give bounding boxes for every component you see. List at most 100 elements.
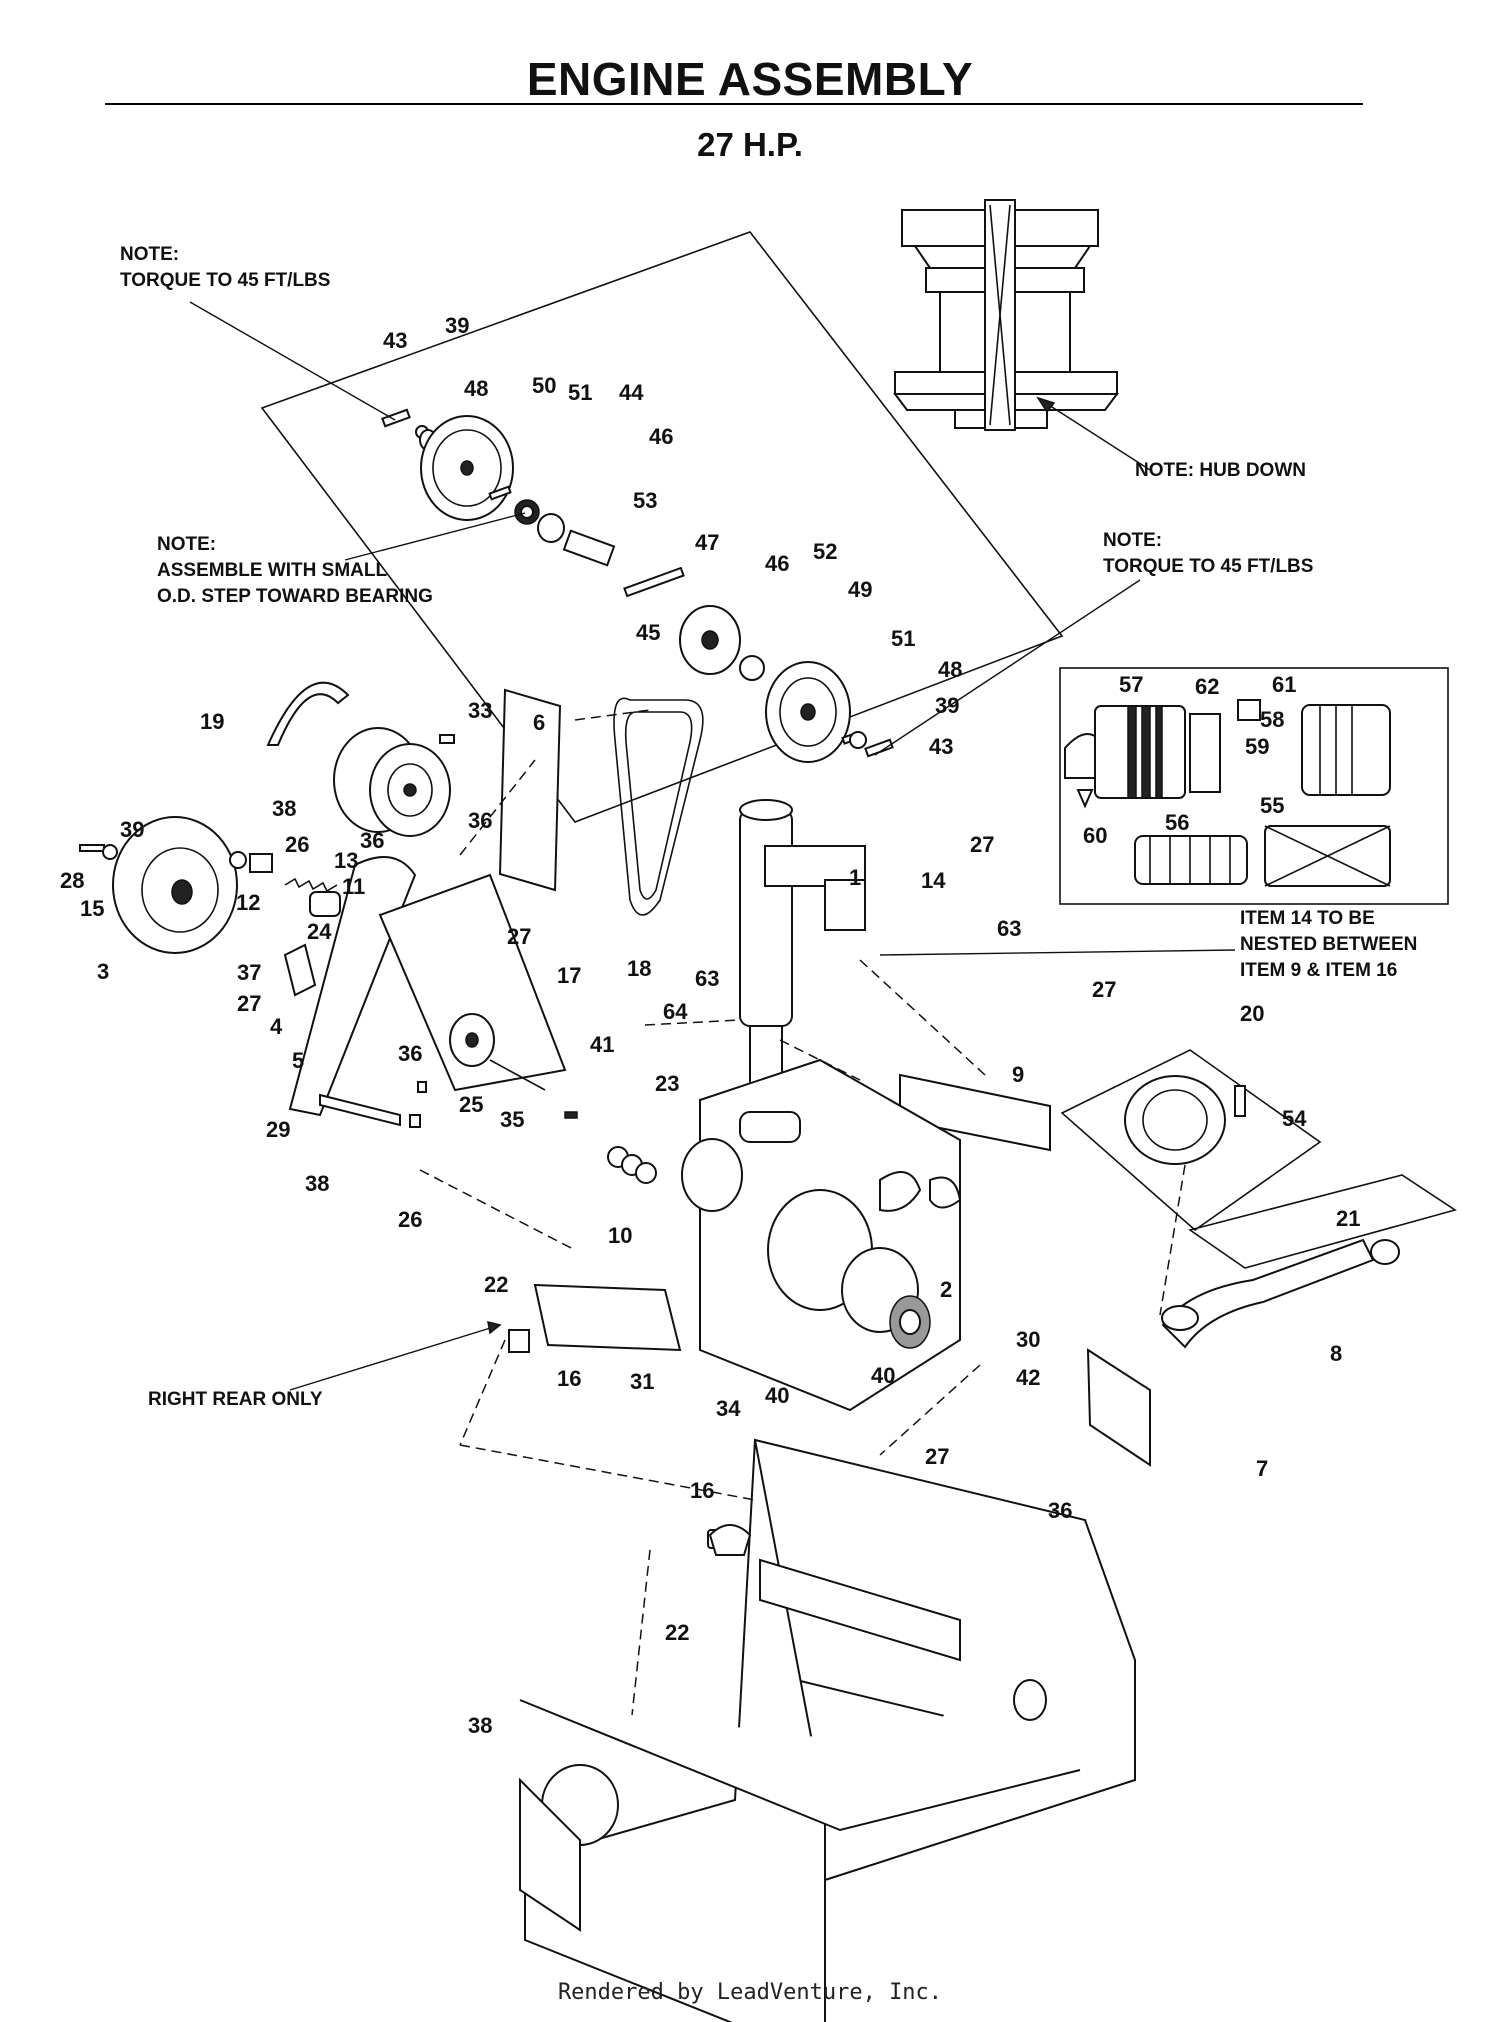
callout: 36 xyxy=(398,1041,422,1066)
callout: 31 xyxy=(630,1369,654,1394)
note-line: ITEM 9 & ITEM 16 xyxy=(1240,960,1398,981)
callout: 64 xyxy=(663,999,688,1024)
callout: 59 xyxy=(1245,734,1269,759)
note-leader-item14 xyxy=(879,949,1236,956)
callout: 16 xyxy=(557,1366,581,1391)
callout: 57 xyxy=(1119,672,1143,697)
callout: 44 xyxy=(619,380,644,405)
callout: 55 xyxy=(1260,793,1284,818)
note-torque-top: NOTE: TORQUE TO 45 FT/LBS xyxy=(120,242,330,294)
callout: 22 xyxy=(665,1620,689,1645)
diagram-subtitle: 27 H.P. xyxy=(697,126,803,163)
diagram-title: ENGINE ASSEMBLY xyxy=(526,53,974,105)
pulley-subassembly-frame xyxy=(260,231,1064,823)
clutch-and-idler-parts xyxy=(79,681,578,1128)
air-cleaner-parts xyxy=(1064,699,1391,887)
callout: 41 xyxy=(590,1032,614,1057)
callout: 12 xyxy=(236,890,260,915)
note-assemble: NOTE: ASSEMBLE WITH SMALL O.D. STEP TOWA… xyxy=(157,532,433,610)
chassis-frame xyxy=(519,1438,1136,2022)
callout: 13 xyxy=(334,848,358,873)
note-line: ITEM 14 TO BE xyxy=(1240,908,1375,929)
callout: 1 xyxy=(849,865,861,890)
spindle-cross-section xyxy=(893,199,1151,471)
callout: 43 xyxy=(383,328,407,353)
muffler xyxy=(739,799,866,1085)
callout: 37 xyxy=(237,960,261,985)
callout: 49 xyxy=(848,577,872,602)
callout: 26 xyxy=(285,832,309,857)
note-line: TORQUE TO 45 FT/LBS xyxy=(120,270,331,291)
callout: 26 xyxy=(398,1207,422,1232)
note-leader-right-rear xyxy=(289,1324,501,1391)
note-leader-torque-right xyxy=(874,579,1141,756)
callout: 48 xyxy=(464,376,488,401)
callout: 30 xyxy=(1016,1327,1040,1352)
callout: 46 xyxy=(765,551,789,576)
note-line: NESTED BETWEEN xyxy=(1240,934,1418,955)
callout: 56 xyxy=(1165,810,1189,835)
callout: 42 xyxy=(1016,1365,1040,1390)
note-line: NOTE: xyxy=(1103,530,1163,551)
callout: 34 xyxy=(716,1396,741,1421)
note-torque-right: NOTE: TORQUE TO 45 FT/LBS xyxy=(1103,528,1313,580)
note-line: TORQUE TO 45 FT/LBS xyxy=(1103,556,1314,577)
footer-credit: Rendered by LeadVenture, Inc. xyxy=(557,1980,943,2005)
callout: 6 xyxy=(533,710,545,735)
callout: 50 xyxy=(532,373,556,398)
callout: 36 xyxy=(468,808,492,833)
callout: 24 xyxy=(307,919,332,944)
callout: 5 xyxy=(292,1048,304,1073)
callout: 9 xyxy=(1012,1062,1024,1087)
mount-plate-10 xyxy=(533,1283,682,1352)
air-cleaner-box xyxy=(1059,667,1449,905)
callout: 8 xyxy=(1330,1341,1342,1366)
callout: 47 xyxy=(695,530,719,555)
callout: 39 xyxy=(445,313,469,338)
pulley-parts xyxy=(381,408,894,763)
callout: 10 xyxy=(608,1223,632,1248)
callout: 17 xyxy=(557,963,581,988)
callout: 25 xyxy=(459,1092,483,1117)
note-right-rear: RIGHT REAR ONLY xyxy=(148,1389,323,1410)
drive-belt xyxy=(613,697,704,916)
assembly-dash-lines xyxy=(419,709,1186,1716)
note-line: NOTE: xyxy=(120,244,180,265)
engine xyxy=(607,1058,962,1412)
intake-and-hose xyxy=(1060,1049,1457,1467)
callout: 7 xyxy=(1256,1456,1268,1481)
callout: 27 xyxy=(507,924,531,949)
callout: 36 xyxy=(1048,1498,1072,1523)
callout: 48 xyxy=(938,657,962,682)
callout: 16 xyxy=(690,1478,714,1503)
note-line: O.D. STEP TOWARD BEARING xyxy=(157,586,433,607)
note-leader-assemble xyxy=(344,512,526,561)
isolator-16 xyxy=(508,1329,530,1353)
callout: 19 xyxy=(200,709,224,734)
callout: 51 xyxy=(891,626,915,651)
callout: 45 xyxy=(636,620,660,645)
note-item14: ITEM 14 TO BE NESTED BETWEEN ITEM 9 & IT… xyxy=(1240,906,1417,984)
callout: 52 xyxy=(813,539,837,564)
callout: 3 xyxy=(97,959,109,984)
callout: 36 xyxy=(360,828,384,853)
callout: 23 xyxy=(655,1071,679,1096)
callout: 28 xyxy=(60,868,84,893)
callout: 63 xyxy=(695,966,719,991)
callout: 54 xyxy=(1282,1106,1307,1131)
callout: 38 xyxy=(305,1171,329,1196)
title-rule xyxy=(105,103,1363,105)
callout: 46 xyxy=(649,424,673,449)
callout: 29 xyxy=(266,1117,290,1142)
callout: 62 xyxy=(1195,674,1219,699)
callout: 39 xyxy=(120,817,144,842)
callout: 27 xyxy=(1092,977,1116,1002)
callout: 38 xyxy=(272,796,296,821)
callout: 27 xyxy=(925,1444,949,1469)
callout: 2 xyxy=(940,1277,952,1302)
callout: 22 xyxy=(484,1272,508,1297)
callout: 40 xyxy=(871,1363,895,1388)
note-line: NOTE: xyxy=(157,534,217,555)
